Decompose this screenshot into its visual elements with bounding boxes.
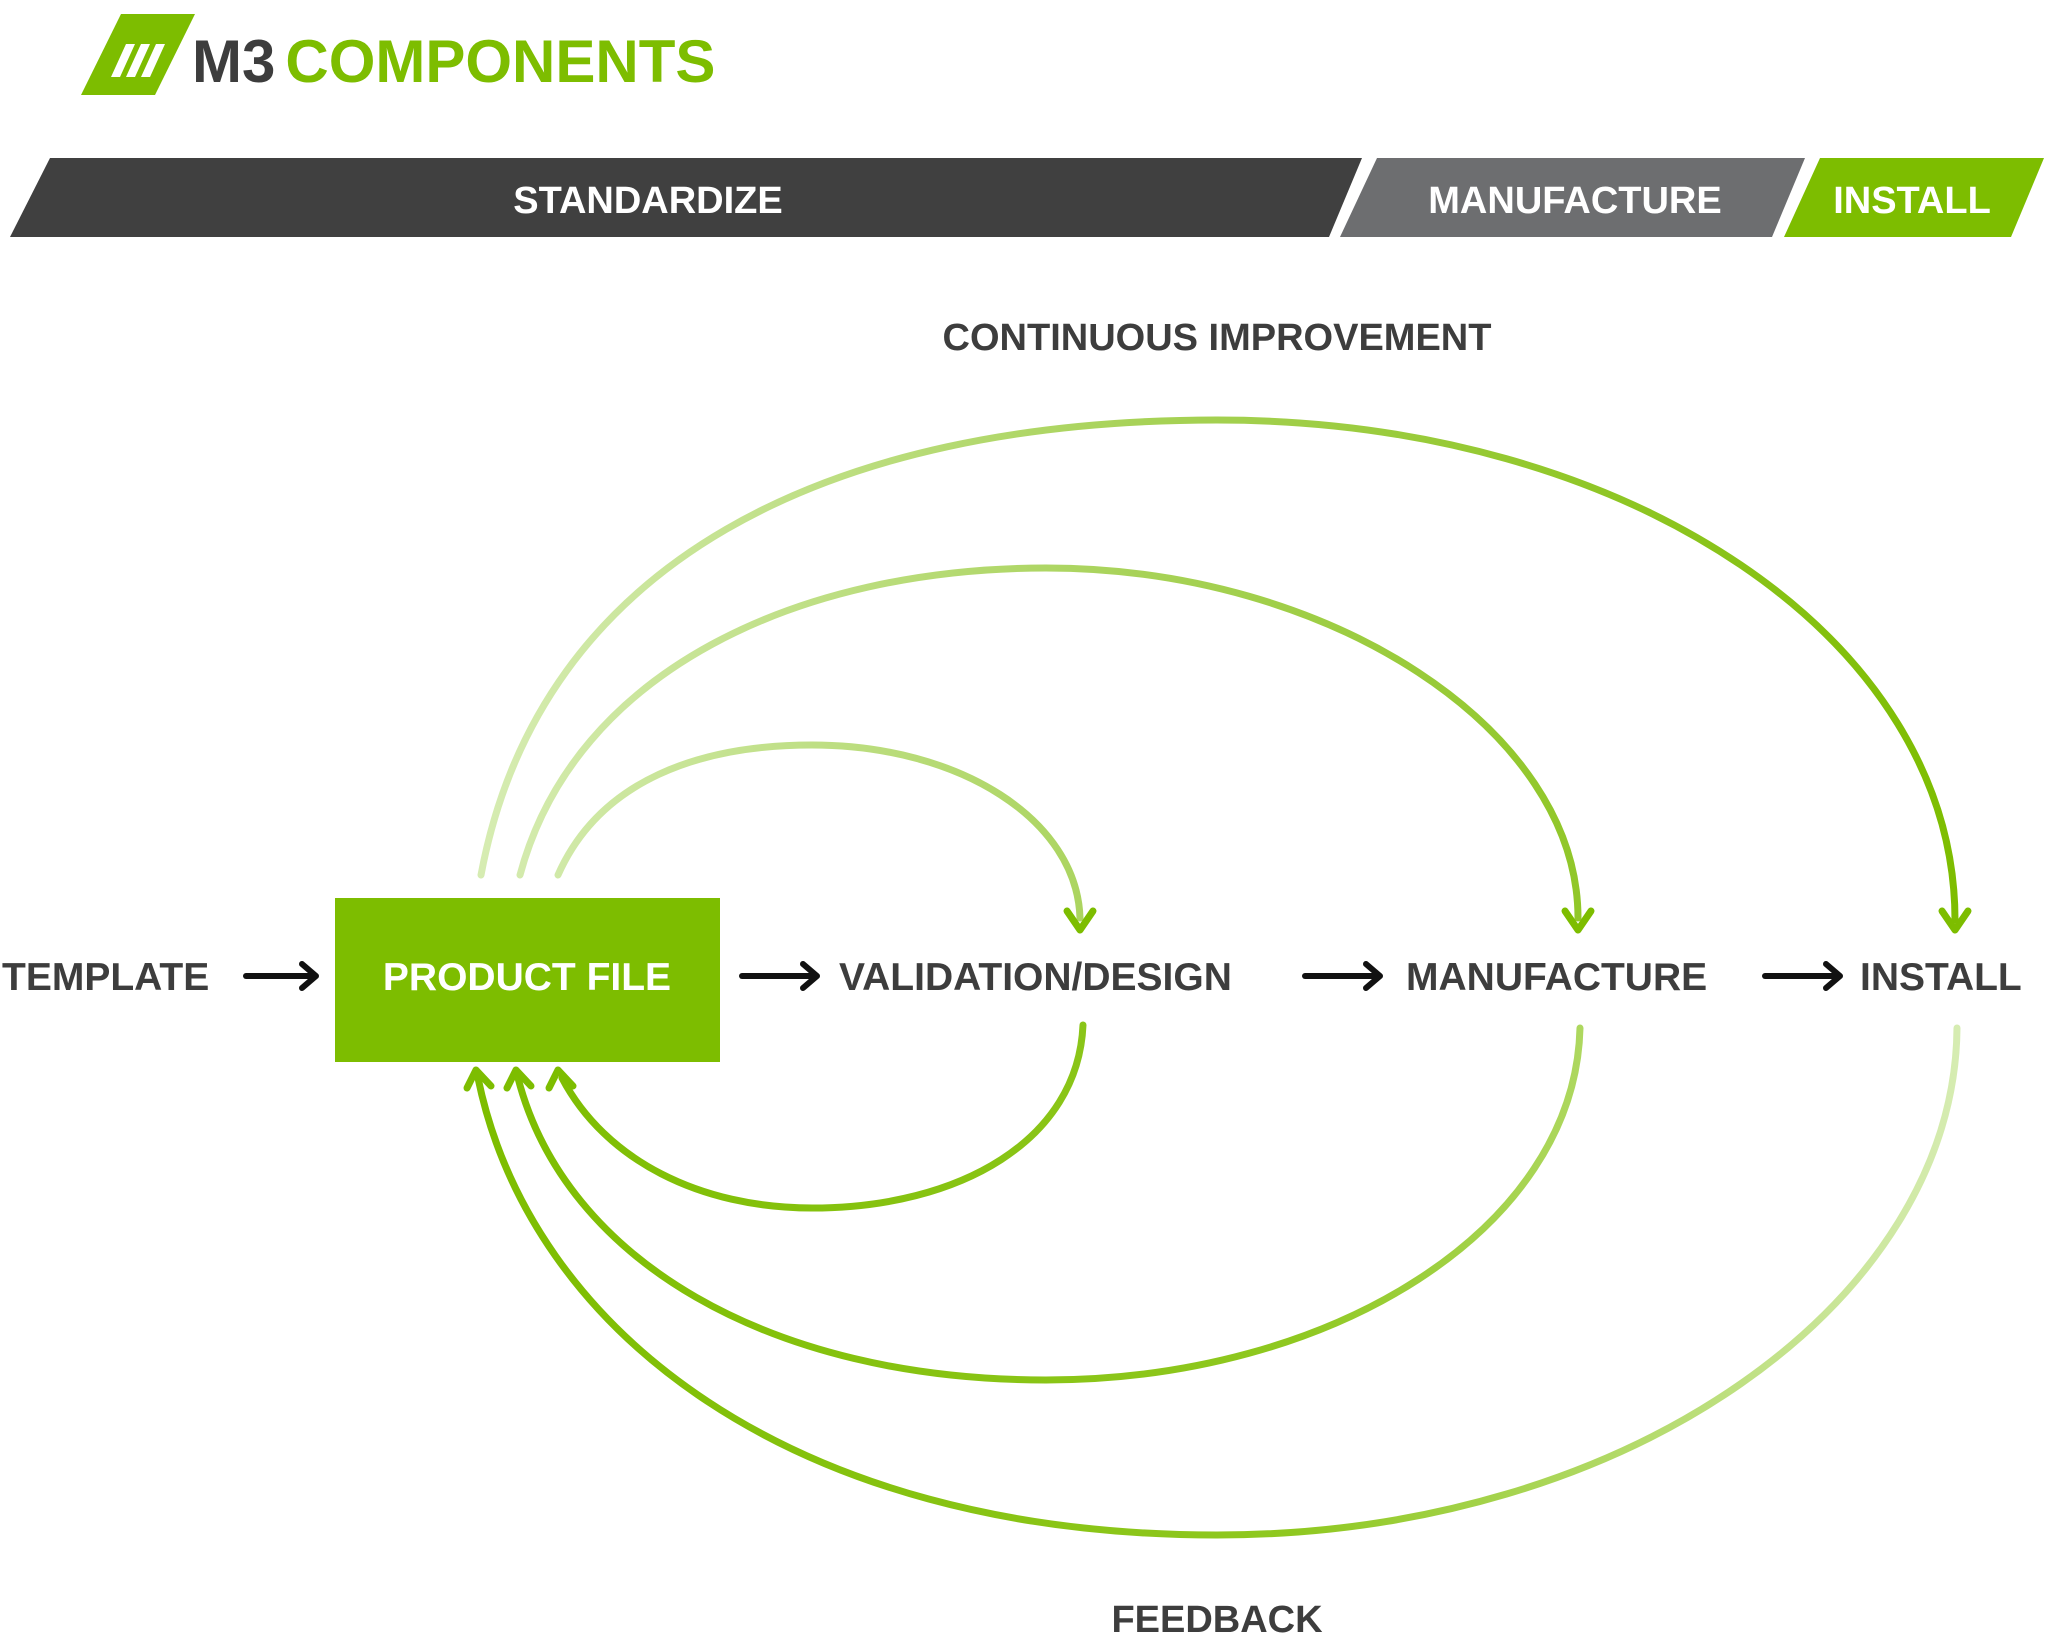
phase-manufacture-label: MANUFACTURE	[1428, 180, 1721, 222]
arrow-right-icon	[1363, 961, 1383, 991]
flow-install: INSTALL	[1860, 956, 2022, 999]
improvement-arc-validation	[554, 741, 1084, 922]
continuous-improvement-label: CONTINUOUS IMPROVEMENT	[943, 317, 1492, 359]
improvement-arc-install	[477, 416, 1959, 924]
flow-validation-design: VALIDATION/DESIGN	[839, 956, 1232, 999]
feedback-arcs	[474, 1021, 1961, 1539]
arrowhead-up-middle-icon	[503, 1066, 535, 1092]
logo-stripes-icon	[111, 44, 165, 77]
flow-manufacture: MANUFACTURE	[1406, 956, 1707, 999]
flow-arrow-manufacture-to-install	[1762, 961, 1843, 991]
arrowhead-up-outer-icon	[463, 1066, 495, 1092]
logo-brand-prefix: M3	[192, 28, 275, 95]
feedback-arc-manufacture	[514, 1024, 1584, 1384]
improvement-arrowheads	[1063, 907, 1972, 934]
phase-standardize-label: STANDARDIZE	[513, 180, 783, 222]
flow-arrow-product-to-validation	[739, 961, 820, 991]
improvement-arc-manufacture	[516, 564, 1582, 922]
arrowhead-down-manufacture-icon	[1561, 907, 1595, 934]
feedback-label: FEEDBACK	[1111, 1599, 1323, 1638]
phase-banner: STANDARDIZE MANUFACTURE INSTALL	[10, 158, 2044, 237]
feedback-arc-install	[474, 1024, 1961, 1539]
improvement-arcs	[477, 416, 1959, 924]
phase-install-bar	[1784, 158, 2044, 237]
m3-components-logo: M3 COMPONENTS	[81, 14, 715, 95]
flow-arrow-template-to-product	[243, 961, 319, 991]
arrowhead-down-validation-icon	[1063, 907, 1097, 934]
product-file-box	[335, 898, 720, 1062]
flow-arrow-validation-to-manufacture	[1302, 961, 1383, 991]
phase-manufacture-bar	[1340, 158, 1805, 237]
arrow-right-icon	[1823, 961, 1843, 991]
feedback-arc-validation	[558, 1021, 1087, 1212]
flow-product-file: PRODUCT FILE	[383, 956, 671, 999]
phase-standardize-bar	[10, 158, 1362, 237]
arrow-right-icon	[800, 961, 820, 991]
logo-brand-suffix: COMPONENTS	[285, 28, 715, 95]
phase-install-label: INSTALL	[1833, 180, 1991, 222]
feedback-arrowheads	[463, 1066, 577, 1092]
arrowhead-down-install-icon	[1938, 907, 1972, 934]
flow-template: TEMPLATE	[2, 956, 209, 999]
arrowhead-up-inner-icon	[545, 1066, 577, 1092]
arrow-right-icon	[299, 961, 319, 991]
